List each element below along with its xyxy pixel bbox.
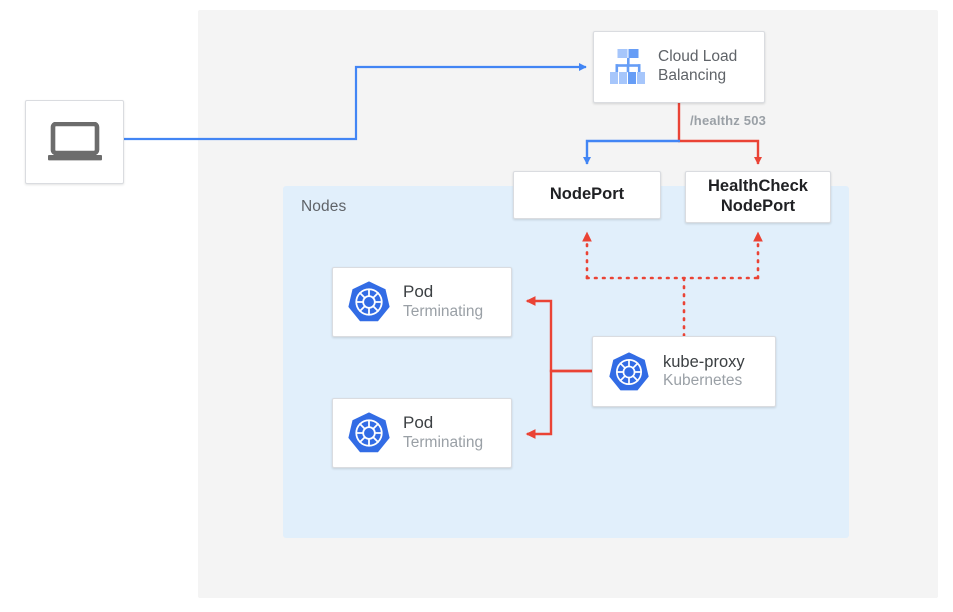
cloud-load-balancing-icon (606, 48, 650, 86)
client-node[interactable] (25, 100, 124, 184)
kubernetes-icon (345, 411, 393, 455)
healthcheck-nodeport-node[interactable]: HealthCheck NodePort (685, 171, 831, 223)
pod-status: Terminating (403, 302, 484, 320)
pod-title: Pod (403, 282, 434, 302)
nodes-panel-label: Nodes (301, 198, 347, 215)
kubernetes-icon (607, 351, 651, 393)
nodeport-node[interactable]: NodePort (513, 171, 661, 219)
kube-proxy-subtitle: Kubernetes (663, 372, 743, 390)
pod-title: Pod (403, 413, 434, 433)
cloud-load-balancing-title: Cloud Load Balancing (658, 48, 738, 84)
healthz-edge-label: /healthz 503 (690, 113, 767, 128)
kube-proxy-title: kube-proxy (663, 352, 745, 371)
pod-status: Terminating (403, 433, 484, 451)
healthcheck-nodeport-title: HealthCheck NodePort (708, 177, 808, 215)
kubernetes-icon (345, 280, 393, 324)
pod-node-2[interactable]: Pod Terminating (332, 398, 512, 468)
cloud-load-balancing-node[interactable]: Cloud Load Balancing (593, 31, 765, 103)
nodeport-title: NodePort (549, 185, 625, 204)
pod-node-1[interactable]: Pod Terminating (332, 267, 512, 337)
kube-proxy-node[interactable]: kube-proxy Kubernetes (592, 336, 776, 407)
laptop-icon (47, 122, 103, 162)
